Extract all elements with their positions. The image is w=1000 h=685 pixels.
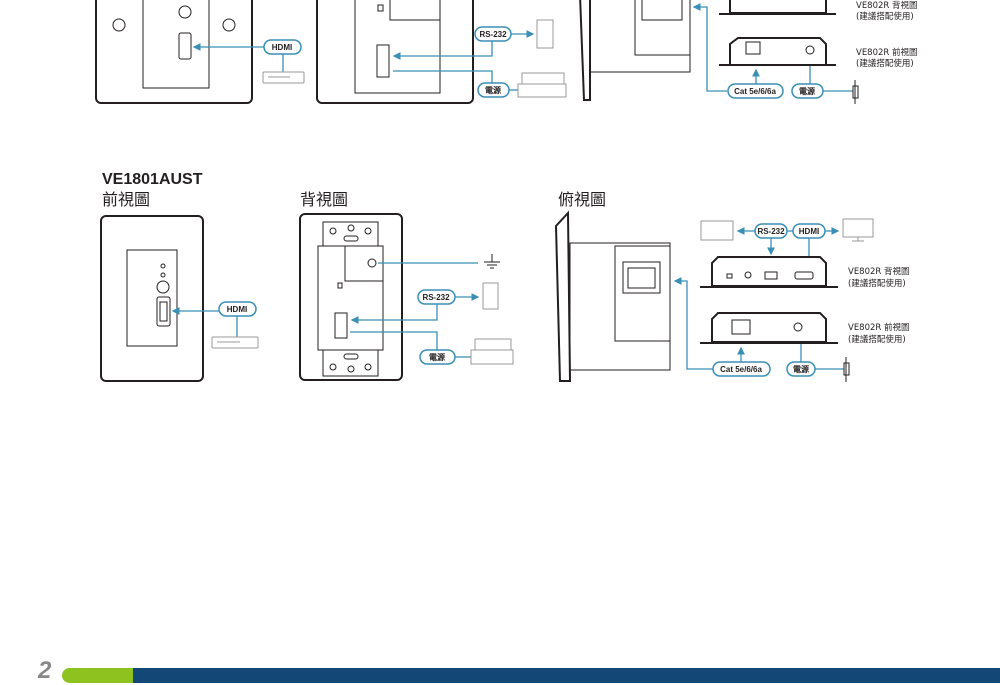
computer-icon <box>536 19 554 49</box>
rj45-port-icon <box>731 319 751 335</box>
power-terminal-icon <box>470 349 514 365</box>
back-view-title: 背視圖 <box>300 190 348 209</box>
receiver-front-note: (建議搭配使用) <box>848 334 906 345</box>
ground-icon <box>484 254 500 269</box>
footer-blue-bar <box>133 668 1000 683</box>
receiver-rear-note: (建議搭配使用) <box>848 278 906 289</box>
power-label-top: 電源 <box>793 364 809 374</box>
top-view-title: 俯視圖 <box>558 190 606 209</box>
cat-cable-label: Cat 5e/6/6a <box>720 365 762 374</box>
hdmi-label: HDMI <box>227 305 247 314</box>
model-name: VE1801AUST <box>102 171 203 188</box>
front-view-title: 前視圖 <box>102 190 150 209</box>
top-front-view: HDMI <box>95 0 305 104</box>
power-jack-icon <box>805 45 815 55</box>
rj45-port-icon <box>745 41 761 55</box>
rs232-label: RS-232 <box>479 30 507 39</box>
receiver-front-label: VE802R 前視圖 <box>848 322 910 333</box>
terminal-connector-icon <box>334 312 348 339</box>
svg-text:電源: 電源 <box>799 86 815 96</box>
front-view-diagram: HDMI <box>100 215 259 382</box>
top-top-view: VE802R 背視圖 (建議搭配使用) VE802R 前視圖 (建議搭配使用) … <box>579 0 918 104</box>
monitor-icon <box>842 218 874 238</box>
receiver-rear-note: (建議搭配使用) <box>856 11 914 22</box>
page-number: 2 <box>38 657 52 684</box>
receiver-rear-label: VE802R 背視圖 <box>848 266 910 277</box>
power-label: 電源 <box>485 85 501 95</box>
rs232-top-label: RS-232 <box>757 227 785 236</box>
hdmi-port-icon <box>156 296 171 327</box>
receiver-front-device <box>711 312 827 343</box>
top-back-view: RS-232 電源 <box>316 0 567 104</box>
cat-cable-label: Cat 5e/6/6a <box>734 87 776 96</box>
serial-device-icon <box>700 220 734 241</box>
hdmi-label: HDMI <box>272 43 292 52</box>
footer-green-bar <box>62 668 137 683</box>
rs232-label: RS-232 <box>422 293 450 302</box>
receiver-rear-label: VE802R 背視圖 <box>856 0 918 11</box>
hdmi-top-label: HDMI <box>799 227 819 236</box>
ground-screw-icon <box>367 258 377 268</box>
computer-icon <box>482 282 499 310</box>
power-terminal-icon <box>517 83 567 98</box>
back-view-diagram: RS-232 電源 <box>299 213 514 381</box>
svg-text:VE802R 前視圖: VE802R 前視圖 <box>856 47 918 58</box>
power-jack-icon <box>793 322 803 332</box>
hdmi-port-icon <box>178 32 192 60</box>
terminal-connector-icon <box>376 44 390 78</box>
rj45-port-icon <box>622 261 661 294</box>
top-view-diagram: RS-232 HDMI VE802R 背視圖 (建議搭配使用) VE802R 前… <box>554 210 910 382</box>
rj45-port-icon <box>641 0 683 21</box>
svg-text:(建議搭配使用): (建議搭配使用) <box>856 58 914 69</box>
power-label: 電源 <box>429 352 445 362</box>
